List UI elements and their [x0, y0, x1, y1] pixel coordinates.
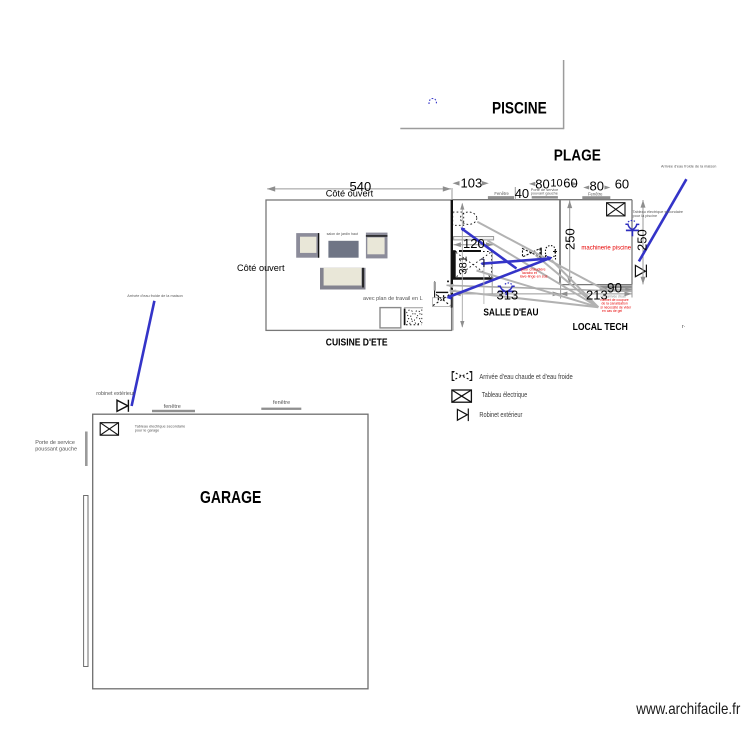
svg-text:Côté ouvert: Côté ouvert: [326, 188, 374, 198]
svg-text:Arrivée d'eau froide de la mai: Arrivée d'eau froide de la maison: [661, 164, 716, 168]
svg-text:CUISINE D'ETE: CUISINE D'ETE: [326, 337, 388, 348]
svg-text:40: 40: [515, 186, 529, 201]
svg-text:10: 10: [550, 177, 562, 189]
svg-text:www.archifacile.fr: www.archifacile.fr: [635, 701, 740, 718]
svg-text:Tableau électrique secondaire: Tableau électrique secondaire: [633, 210, 683, 214]
svg-text:pour la piscine: pour la piscine: [633, 214, 657, 218]
svg-text:robinet extérieur: robinet extérieur: [96, 391, 135, 397]
svg-text:250: 250: [562, 228, 577, 250]
svg-text:fenêtre: fenêtre: [273, 400, 290, 406]
svg-text:poussant gauche: poussant gauche: [35, 446, 77, 452]
svg-text:Porte de service: Porte de service: [531, 188, 558, 192]
svg-text:en cas de gel: en cas de gel: [602, 309, 622, 313]
svg-text:Fenêtre: Fenêtre: [494, 191, 509, 196]
svg-text:SALLE D'EAU: SALLE D'EAU: [483, 308, 538, 319]
svg-text:lave-linge en sus: lave-linge en sus: [520, 275, 548, 279]
svg-text:250: 250: [635, 229, 650, 251]
svg-text:PLAGE: PLAGE: [554, 147, 601, 164]
svg-text:fenêtre: fenêtre: [164, 404, 181, 410]
svg-text:GARAGE: GARAGE: [200, 487, 261, 507]
svg-text:120: 120: [463, 236, 485, 251]
svg-text:LOCAL TECH: LOCAL TECH: [573, 322, 628, 333]
svg-text:lavabo et: lavabo et: [522, 271, 537, 275]
svg-text:60: 60: [563, 176, 577, 191]
svg-text:Tableau électrique secondaire: Tableau électrique secondaire: [135, 424, 185, 428]
svg-text:pour chaudière: pour chaudière: [521, 268, 546, 272]
svg-text:pouvant gauche: pouvant gauche: [531, 191, 558, 195]
svg-text:80: 80: [590, 179, 604, 194]
svg-text:salon de jardin haut: salon de jardin haut: [327, 232, 358, 236]
svg-text:pour le garage: pour le garage: [135, 429, 160, 433]
svg-text:Robinet extérieur: Robinet extérieur: [479, 412, 523, 419]
svg-text:machinerie piscine: machinerie piscine: [581, 246, 631, 252]
svg-text:Côté ouvert: Côté ouvert: [237, 263, 285, 273]
svg-text:si nécessité de vider: si nécessité de vider: [600, 306, 632, 310]
svg-text:Tableau électrique: Tableau électrique: [482, 392, 527, 399]
svg-text:de la canalisation: de la canalisation: [602, 302, 628, 306]
svg-text:PISCINE: PISCINE: [492, 98, 547, 117]
svg-text:381: 381: [458, 256, 470, 274]
svg-text:Arrivée d'eau chaude et d'eau: Arrivée d'eau chaude et d'eau froide: [479, 374, 572, 381]
svg-text:Fenêtre: Fenêtre: [588, 191, 603, 196]
svg-text:60: 60: [615, 177, 629, 192]
svg-text:313: 313: [497, 288, 519, 303]
svg-text:103: 103: [461, 176, 483, 191]
svg-text:vers arrivée d'eau: vers arrivée d'eau: [600, 294, 625, 298]
svg-text:90: 90: [607, 280, 622, 295]
svg-text:540: 540: [350, 179, 372, 194]
svg-text:robinet de coupure: robinet de coupure: [600, 298, 628, 302]
svg-text:Porte de service: Porte de service: [35, 440, 75, 446]
svg-text:213: 213: [586, 287, 608, 302]
svg-text:r·: r·: [682, 324, 686, 330]
svg-text:avec plan de travail en L: avec plan de travail en L: [363, 296, 423, 302]
svg-text:80: 80: [535, 177, 549, 192]
svg-text:Arrivée d'eau froide de la mai: Arrivée d'eau froide de la maison: [127, 294, 182, 298]
